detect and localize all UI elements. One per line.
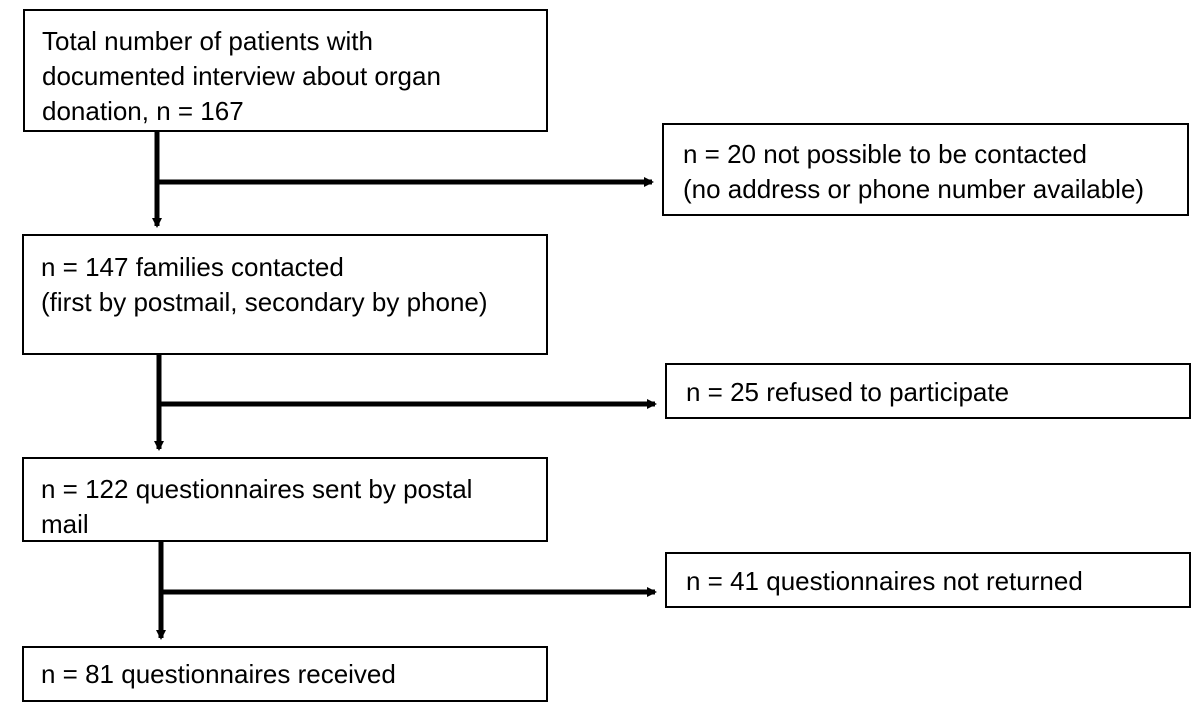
exclusion-text: n = 20 not possible to be contacted [683, 139, 1088, 169]
step-text: donation, n = 167 [42, 96, 244, 126]
exclusion-box-not-returned: n = 41 questionnaires not returned [665, 552, 1191, 608]
step-text: n = 147 families contacted [41, 252, 344, 282]
exclusion-text: n = 41 questionnaires not returned [686, 566, 1083, 596]
step-box-families-contacted: n = 147 families contacted (first by pos… [22, 234, 548, 355]
step-text: documented interview about organ [42, 61, 441, 91]
step-text: n = 122 questionnaires sent by postal [41, 474, 473, 504]
exclusion-box-not-contacted: n = 20 not possible to be contacted (no … [662, 123, 1189, 216]
exclusion-text: n = 25 refused to participate [686, 377, 1010, 407]
step-box-questionnaires-sent: n = 122 questionnaires sent by postal ma… [22, 457, 548, 542]
step-box-total-patients: Total number of patients with documented… [23, 9, 548, 132]
exclusion-text: (no address or phone number available) [683, 174, 1145, 204]
step-text: n = 81 questionnaires received [41, 659, 396, 689]
exclusion-box-refused: n = 25 refused to participate [665, 363, 1191, 419]
step-box-questionnaires-received: n = 81 questionnaires received [22, 646, 548, 702]
step-text: mail [41, 509, 89, 539]
step-text: (first by postmail, secondary by phone) [41, 287, 488, 317]
step-text: Total number of patients with [42, 26, 373, 56]
